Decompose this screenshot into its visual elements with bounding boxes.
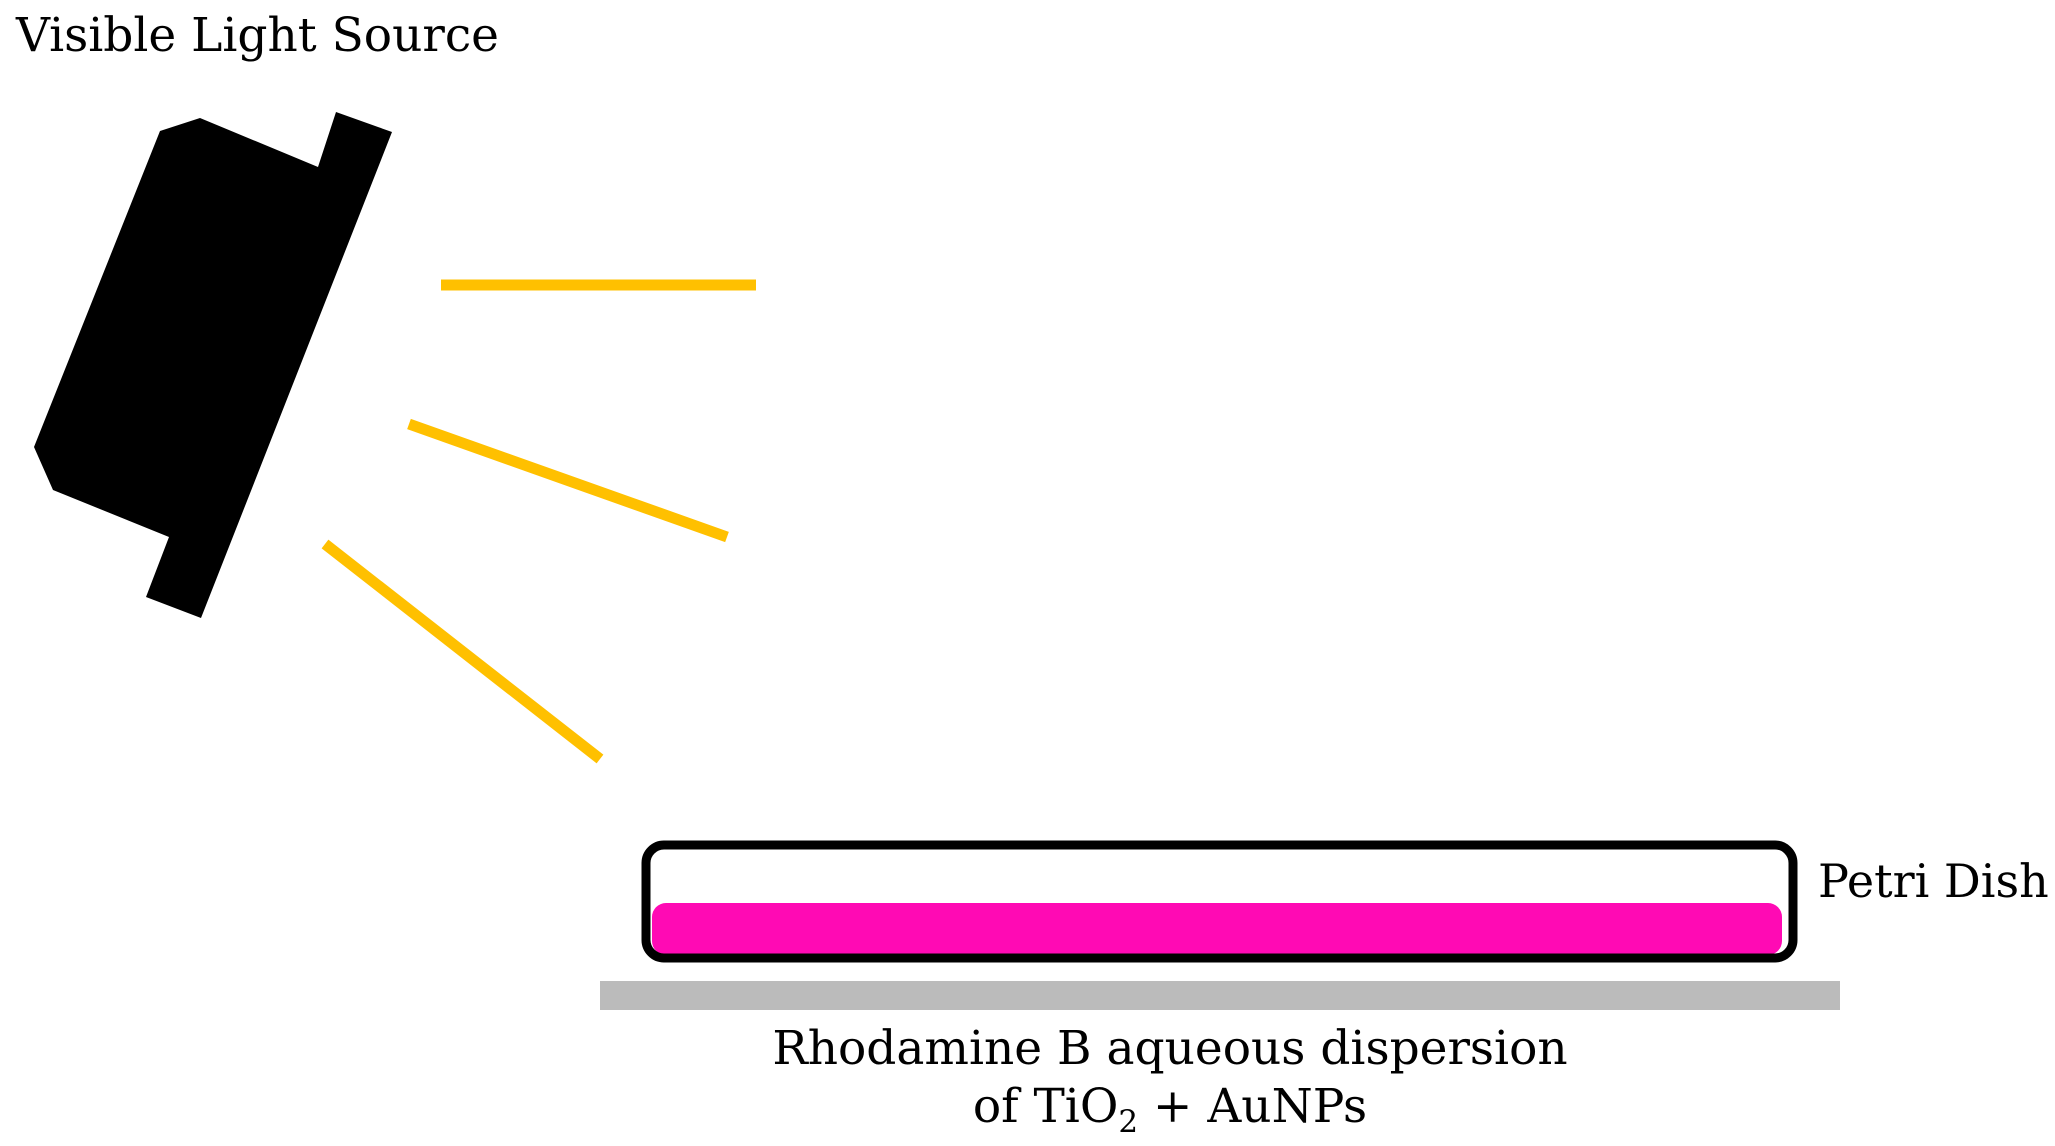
light-rays — [321, 279, 756, 764]
caption-suffix: + AuNPs — [1138, 1079, 1368, 1134]
light-source-label: Visible Light Source — [16, 8, 499, 63]
lamp-icon — [34, 112, 392, 618]
table-surface — [600, 981, 1840, 1010]
dispersion-caption: Rhodamine B aqueous dispersion of TiO2 +… — [770, 1020, 1570, 1138]
petri-dish — [641, 840, 1798, 963]
caption-line-1: Rhodamine B aqueous dispersion — [772, 1021, 1568, 1076]
caption-line-2: of TiO2 + AuNPs — [770, 1078, 1570, 1138]
light-ray-middle — [407, 418, 729, 543]
light-ray-lower — [321, 539, 604, 764]
liquid-layer — [652, 903, 1782, 955]
caption-subscript: 2 — [1118, 1104, 1139, 1140]
caption-prefix: of TiO — [972, 1079, 1119, 1134]
petri-dish-label: Petri Dish — [1818, 854, 2049, 908]
